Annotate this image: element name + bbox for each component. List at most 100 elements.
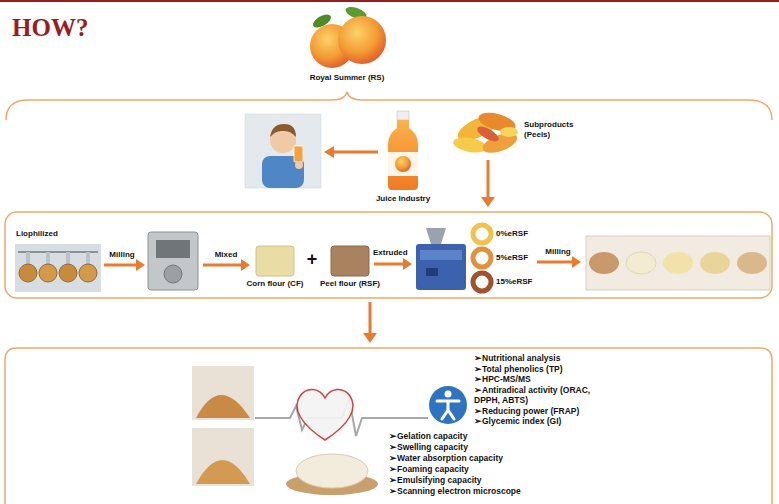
node-text: Liophilized xyxy=(16,229,58,239)
powder-photo xyxy=(192,366,254,420)
node-text: Royal Summer (RS) xyxy=(310,73,385,83)
peach-image xyxy=(310,5,386,68)
flow-arrow xyxy=(369,302,372,334)
property-item: ➢Foaming capacity xyxy=(389,464,564,475)
label-text: ➢Total phenolics (TP) xyxy=(474,364,614,375)
health-icon xyxy=(429,386,467,424)
product-label: 0%eRSF xyxy=(496,229,528,239)
node-text: 15%eRSF xyxy=(496,277,532,287)
child-photo xyxy=(295,161,303,169)
peel-flour-sample xyxy=(331,246,369,276)
flow-arrow xyxy=(203,259,250,271)
flour-samples xyxy=(626,252,656,274)
child-photo xyxy=(270,124,296,137)
peel-image xyxy=(452,135,488,155)
flow-arrow xyxy=(572,256,581,268)
health-icon xyxy=(429,386,467,424)
property-item: ➢Gelation capacity xyxy=(389,431,564,442)
step-label: Extruded xyxy=(373,248,408,258)
node-text: Juice Industry xyxy=(376,194,430,204)
mill-machine xyxy=(148,232,198,290)
mill-machine xyxy=(164,265,182,283)
node-text: Corn flour (CF) xyxy=(247,279,304,289)
node-text: Peel flour (RSF) xyxy=(320,279,380,289)
juice-bottle xyxy=(388,152,418,176)
heart-symbol xyxy=(297,389,353,440)
dough-photo xyxy=(286,454,378,495)
label-text: ➢Emulsifying capacity xyxy=(389,475,564,486)
title-text: HOW? xyxy=(12,14,88,42)
product-label: 15%eRSF xyxy=(496,277,532,287)
flow-arrow xyxy=(487,160,490,199)
analysis-item: ➢Antiradical activity (ORAC, DPPH, ABTS) xyxy=(474,385,614,406)
flow-arrow xyxy=(324,146,378,158)
flow-arrow xyxy=(104,259,145,271)
lyophilizer-photo xyxy=(59,264,77,282)
flow-arrow xyxy=(481,197,495,207)
extruder-machine xyxy=(426,228,446,244)
child-photo xyxy=(245,114,321,188)
lyophilizer-photo xyxy=(86,252,90,264)
flow-arrow xyxy=(363,333,377,343)
extruder-machine xyxy=(416,228,466,290)
flow-arrow xyxy=(203,264,243,267)
flow-arrow xyxy=(324,146,334,158)
node-text: Subproducts (Peels) xyxy=(524,120,586,139)
label-text: ➢Scanning electron microscope xyxy=(389,486,564,497)
powder-photo xyxy=(192,366,254,486)
powder-photo xyxy=(192,428,254,486)
peach-image xyxy=(338,16,386,64)
flow-arrow xyxy=(363,302,377,343)
image-caption: Liophilized xyxy=(16,229,58,239)
label-text: + xyxy=(307,249,318,271)
flow-arrow xyxy=(374,258,412,270)
peel-image xyxy=(452,109,520,156)
lyophilizer-photo xyxy=(19,264,37,282)
juice-bottle xyxy=(388,111,418,190)
lyophilizer-photo xyxy=(46,252,50,264)
corn-flour-sample xyxy=(256,246,294,276)
label-text: Milling xyxy=(545,247,570,257)
property-item: ➢Emulsifying capacity xyxy=(389,475,564,486)
flour-samples xyxy=(663,252,693,274)
lyophilizer-photo xyxy=(79,264,97,282)
label-text: ➢Nutritional analysis xyxy=(474,353,614,364)
property-item: ➢Water absorption capacity xyxy=(389,453,564,464)
peel-image xyxy=(500,127,518,137)
lyophilizer-photo xyxy=(39,264,57,282)
analysis-item: ➢Nutritional analysis xyxy=(474,353,614,364)
powder-photo xyxy=(196,395,250,418)
analysis-item: ➢Reducing power (FRAP) xyxy=(474,406,614,417)
lyophilizer-photo xyxy=(15,244,101,292)
flow-arrow xyxy=(104,264,138,267)
extruded-rings xyxy=(473,249,491,267)
flour-samples xyxy=(589,252,619,274)
extruded-rings xyxy=(473,225,491,291)
label-text: ➢HPC-MS/MS xyxy=(474,374,614,385)
image-caption: Peel flour (RSF) xyxy=(320,279,380,289)
image-caption: Juice Industry xyxy=(376,194,430,204)
flow-arrow xyxy=(332,151,378,154)
extruded-rings xyxy=(473,273,491,291)
mill-machine xyxy=(148,232,198,290)
process-band xyxy=(5,212,772,298)
label-text: Extruded xyxy=(373,248,408,258)
peel-image xyxy=(475,124,501,145)
step-label: Milling xyxy=(545,247,570,257)
label-text: ➢Antiradical activity (ORAC, DPPH, ABTS) xyxy=(474,385,614,406)
title-slot: HOW? xyxy=(12,14,88,42)
juice-bottle xyxy=(388,120,418,190)
label-text: ➢Glycemic index (GI) xyxy=(474,416,614,427)
plus-sign: + xyxy=(307,249,318,271)
health-icon xyxy=(437,401,459,419)
node-text: 0%eRSF xyxy=(496,229,528,239)
lyophilizer-photo xyxy=(26,252,30,264)
property-item: ➢Swelling capacity xyxy=(389,442,564,453)
analysis-item: ➢Glycemic index (GI) xyxy=(474,416,614,427)
flow-arrow xyxy=(481,160,495,207)
label-text: ➢Reducing power (FRAP) xyxy=(474,406,614,417)
product-label: 5%eRSF xyxy=(496,253,528,263)
label-text: Mixed xyxy=(215,250,238,260)
lyophilizer-photo xyxy=(66,252,70,264)
flour-samples xyxy=(586,236,770,290)
